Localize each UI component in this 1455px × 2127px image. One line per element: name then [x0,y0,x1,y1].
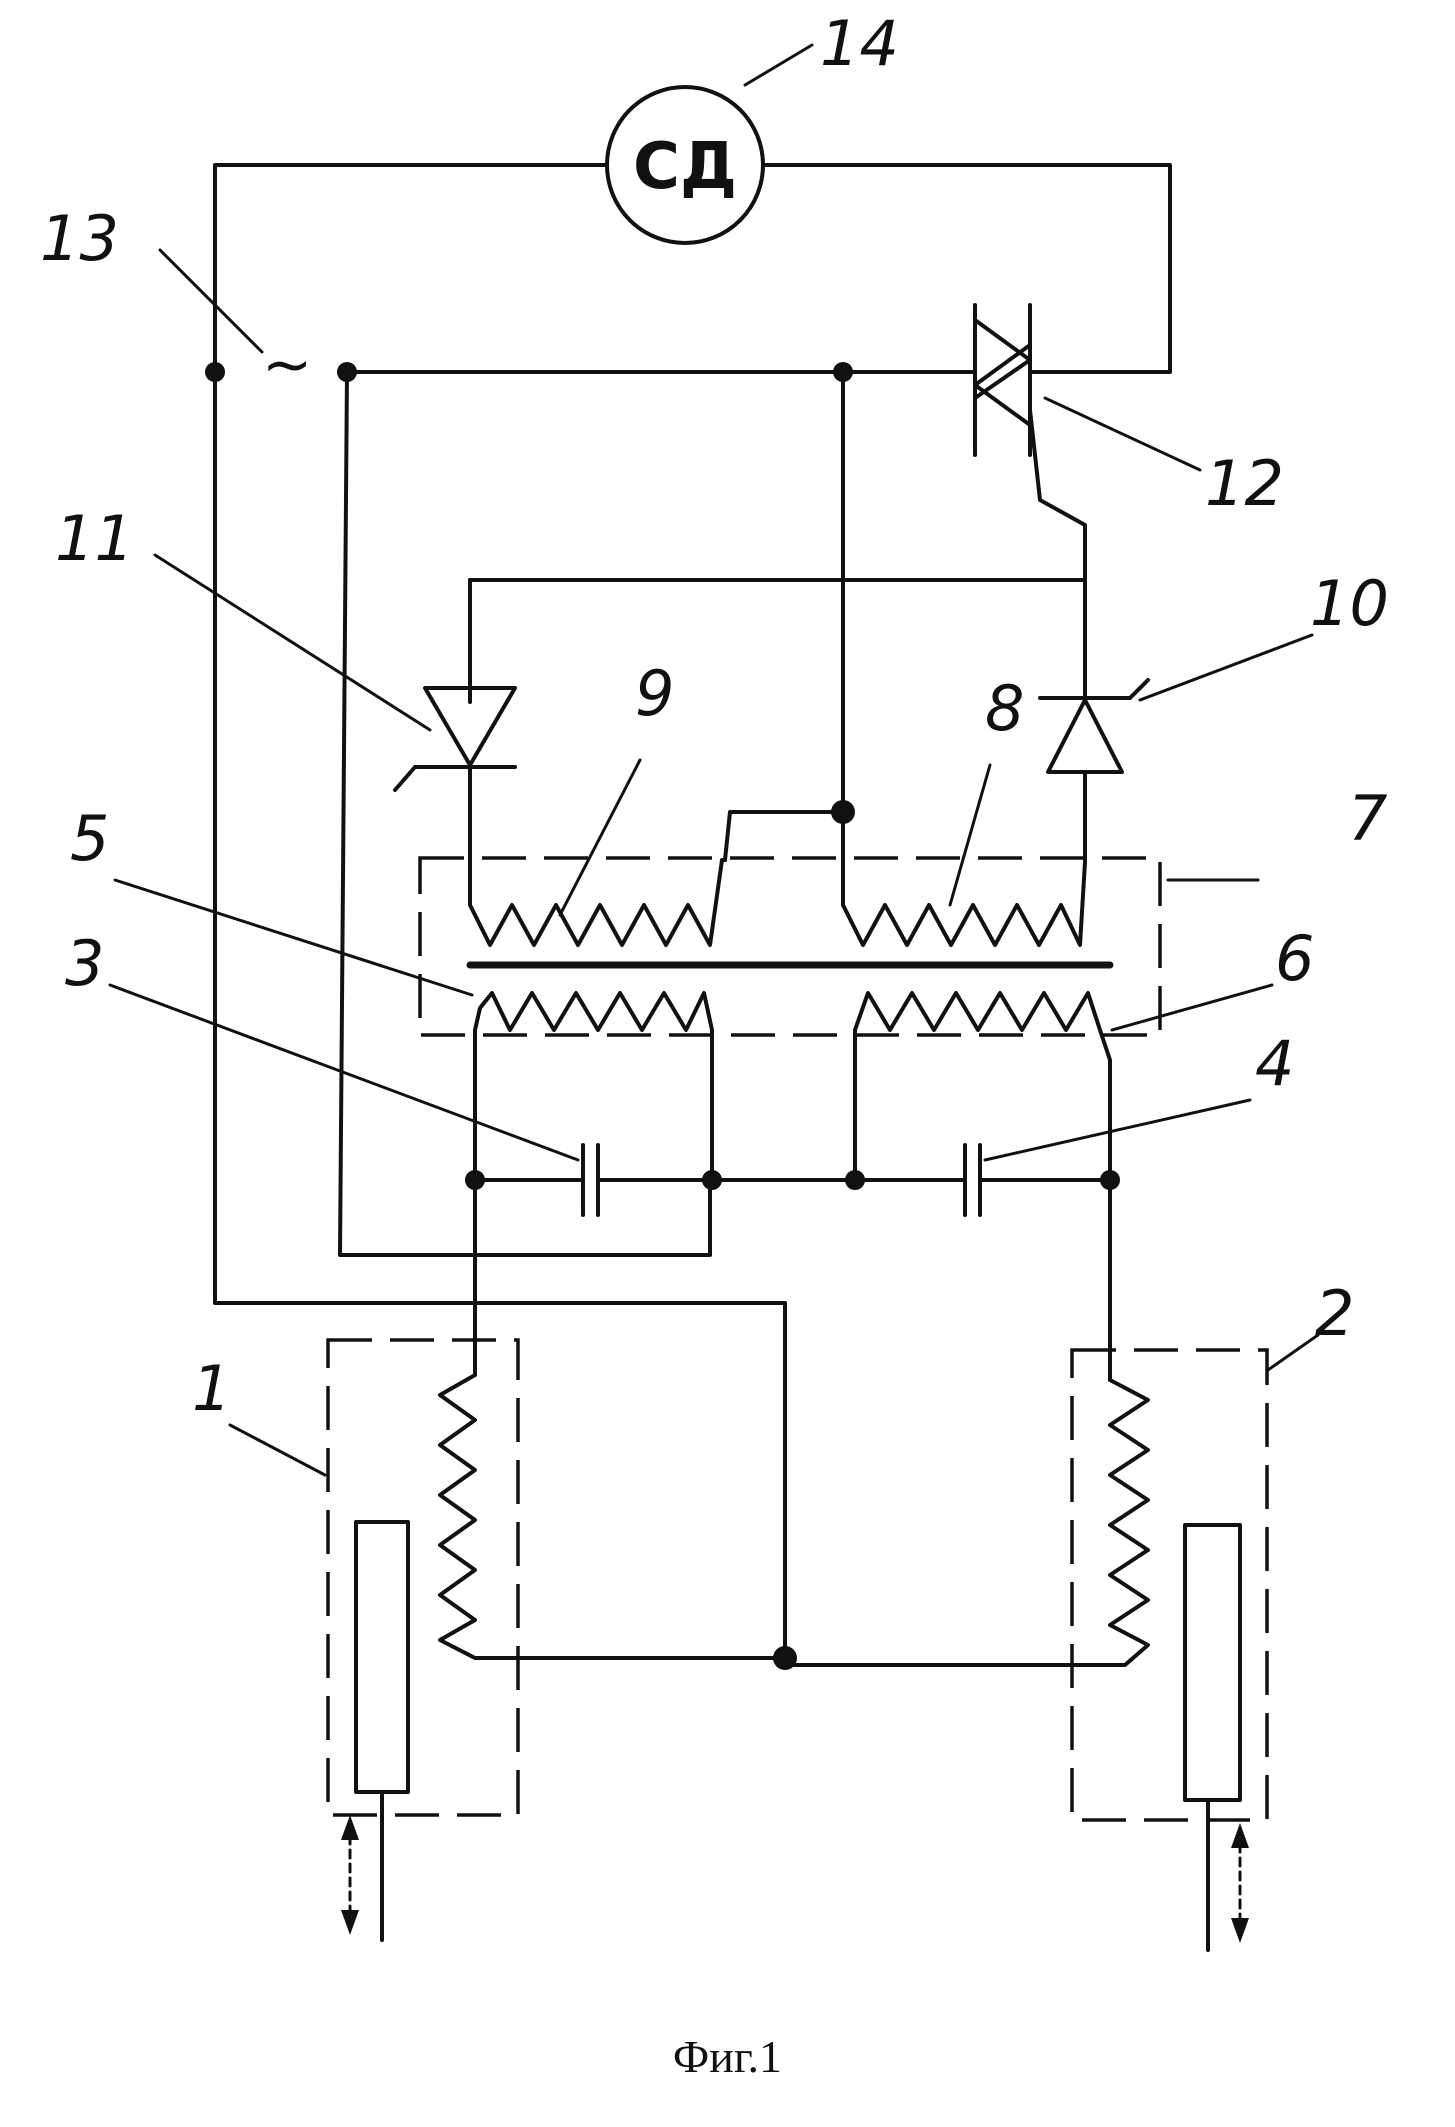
label-3: 3 [65,927,104,1000]
center-tap-wire [725,372,843,860]
label-10: 10 [1310,567,1389,640]
label-7: 7 [1348,782,1387,855]
sensor-1-arrow-down [341,1910,359,1935]
winding-5 [475,993,712,1180]
triac-12 [975,305,1085,580]
label-8: 8 [985,672,1024,745]
motor-sd: СД [607,87,763,243]
diode-10 [1040,580,1148,862]
label-2: 2 [1315,1277,1354,1350]
label-5: 5 [70,802,109,875]
winding-8 [843,855,1085,945]
motor-right-wire [763,165,1170,372]
ac-symbol: ~ [262,330,312,400]
label-12: 12 [1205,447,1284,520]
motor-symbol-text: СД [633,130,737,204]
sensor-1-coil [440,1375,785,1658]
sensor-2-arrow-up [1231,1823,1249,1848]
sensor-1-arrow-up [341,1815,359,1840]
sensor-2-coil [785,1380,1148,1665]
label-4: 4 [1255,1027,1294,1100]
sensor-2-frame [1072,1350,1267,1820]
label-6: 6 [1275,922,1314,995]
label-11: 11 [55,502,134,575]
label-14: 14 [820,7,899,80]
left-rail-wire [340,372,710,1255]
figure-caption: Фиг.1 [0,2030,1455,2083]
transformer-7-frame [420,858,1160,1035]
leader-lines [110,45,1318,1475]
diode-11 [395,580,515,862]
label-1: 1 [192,1352,231,1425]
label-9: 9 [635,657,674,730]
winding-9 [470,860,725,945]
sensor-2-core [1185,1525,1240,1800]
label-13: 13 [40,202,119,275]
sensor-2-arrow-down [1231,1918,1249,1943]
winding-6 [855,993,1110,1180]
sensor-1-core [356,1522,408,1792]
